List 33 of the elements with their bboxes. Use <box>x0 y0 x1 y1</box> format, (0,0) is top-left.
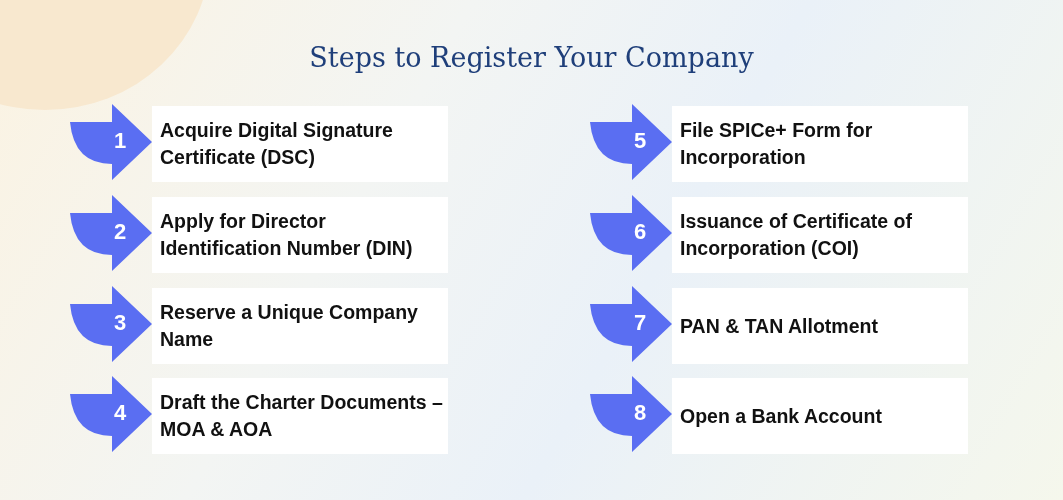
step-number: 1 <box>112 127 128 155</box>
step-text: Draft the Charter Documents – MOA & AOA <box>160 390 444 442</box>
step-number: 6 <box>632 218 648 246</box>
step-text: Acquire Digital Signature Certificate (DSC) <box>160 118 394 170</box>
step-box <box>152 106 448 182</box>
step-box <box>672 378 968 454</box>
step-box <box>672 288 968 364</box>
step-box <box>672 197 968 273</box>
step-badge <box>590 286 672 362</box>
step-text: Reserve a Unique Company Name <box>160 300 419 352</box>
step-text: Issuance of Certificate of Incorporation (COI) <box>680 209 913 261</box>
step-badge <box>590 376 672 452</box>
step-badge <box>70 195 152 271</box>
step-text: Apply for Director Identification Number (DIN) <box>160 209 414 261</box>
step-badge <box>590 195 672 271</box>
step-box <box>152 197 448 273</box>
step-number: 3 <box>112 309 128 337</box>
step-badge <box>70 286 152 362</box>
step-text: File SPICe+ Form for Incorporation <box>680 118 874 170</box>
step-badge <box>590 104 672 180</box>
step-box <box>152 288 448 364</box>
step-badge <box>70 376 152 452</box>
step-text: Open a Bank Account <box>680 403 882 429</box>
step-number: 4 <box>112 399 128 427</box>
step-badge <box>70 104 152 180</box>
step-box <box>672 106 968 182</box>
step-box <box>152 378 448 454</box>
step-text: PAN & TAN Allotment <box>680 313 878 339</box>
step-number: 2 <box>112 218 128 246</box>
step-number: 5 <box>632 127 648 155</box>
step-number: 8 <box>632 399 648 427</box>
title: Steps to Register Your Company <box>308 42 755 73</box>
step-number: 7 <box>632 309 648 337</box>
